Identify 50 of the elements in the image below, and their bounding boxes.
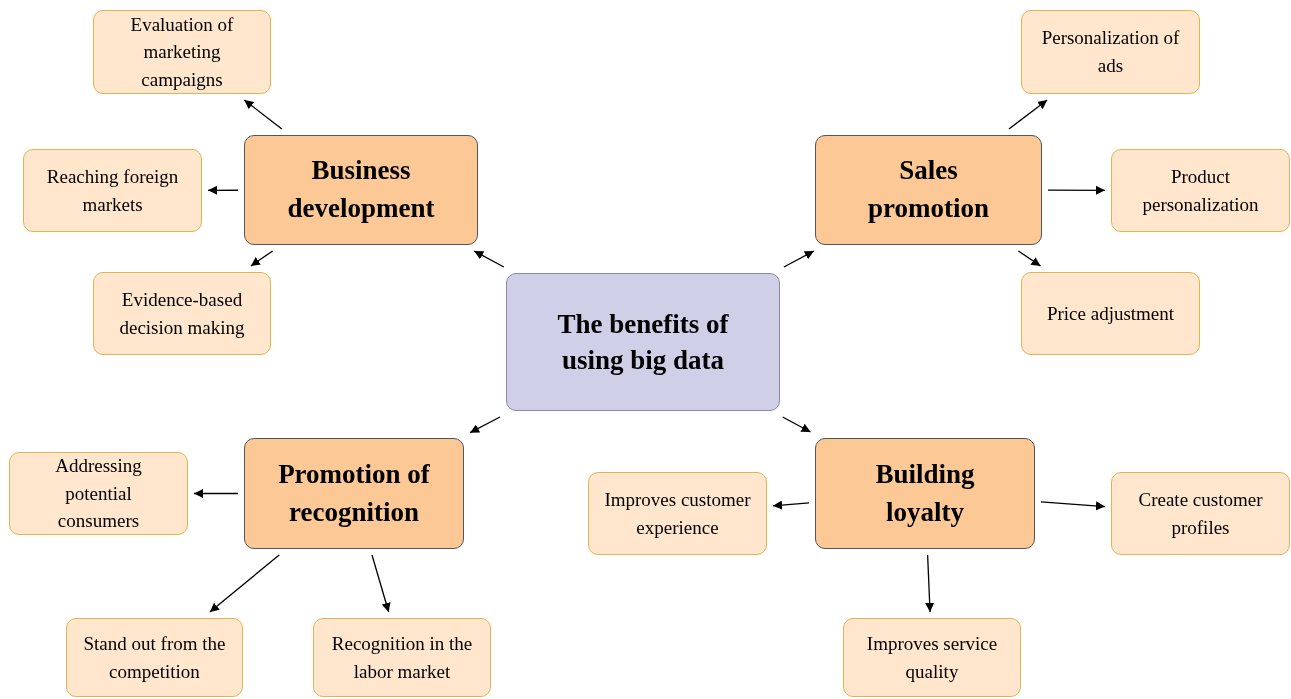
arrow xyxy=(193,488,239,499)
arrow xyxy=(209,554,280,613)
benefit-box xyxy=(1021,10,1200,94)
node-text: Sales promotion xyxy=(867,154,990,225)
node-text: Business development xyxy=(286,154,436,225)
benefit-box xyxy=(93,10,271,94)
node-text: Improves customer experience xyxy=(603,487,752,540)
benefit-box xyxy=(9,452,188,535)
benefit-box xyxy=(588,472,767,555)
arrow xyxy=(1008,99,1048,130)
arrow xyxy=(1040,501,1106,511)
benefit-box xyxy=(843,618,1021,697)
node-text: Price adjustment xyxy=(1046,301,1175,326)
arrow xyxy=(371,554,391,613)
node-text: Product personalization xyxy=(1141,164,1260,217)
node-text: Stand out from the competition xyxy=(82,631,227,684)
node-text: Create customer profiles xyxy=(1137,487,1264,540)
node-text: Building loyalty xyxy=(874,457,976,529)
benefit-box xyxy=(1111,149,1290,232)
category-box xyxy=(244,438,464,549)
node-text: Evaluation of marketing campaigns xyxy=(129,12,235,92)
category-box xyxy=(815,438,1035,549)
arrow xyxy=(243,99,283,130)
node-text: Personalization of ads xyxy=(1040,26,1181,78)
node-text: The benefits of using big data xyxy=(556,307,730,377)
node-text: Recognition in the labor market xyxy=(330,631,474,684)
node-text: Evidence-based decision making xyxy=(118,287,246,340)
arrow xyxy=(473,250,505,268)
arrow xyxy=(925,554,935,613)
arrow xyxy=(772,500,810,510)
benefit-box xyxy=(93,272,271,355)
benefit-box xyxy=(1021,272,1200,355)
node-text: Reaching foreign markets xyxy=(45,164,180,217)
arrow xyxy=(1017,250,1042,267)
node-text: Addressing potential consumers xyxy=(54,454,143,534)
category-box xyxy=(244,135,478,245)
benefit-box xyxy=(66,618,243,697)
benefit-box xyxy=(313,618,491,697)
arrow xyxy=(469,416,501,434)
arrow xyxy=(783,250,815,268)
arrow xyxy=(250,250,274,267)
node-text: Improves service quality xyxy=(865,631,999,684)
benefit-box xyxy=(1111,472,1290,555)
benefit-box xyxy=(23,149,202,232)
topic-box xyxy=(506,273,780,411)
arrow xyxy=(781,416,812,433)
arrow xyxy=(1047,185,1106,195)
category-box xyxy=(815,135,1042,245)
arrow xyxy=(207,185,239,195)
node-text: Promotion of recognition xyxy=(277,457,431,529)
